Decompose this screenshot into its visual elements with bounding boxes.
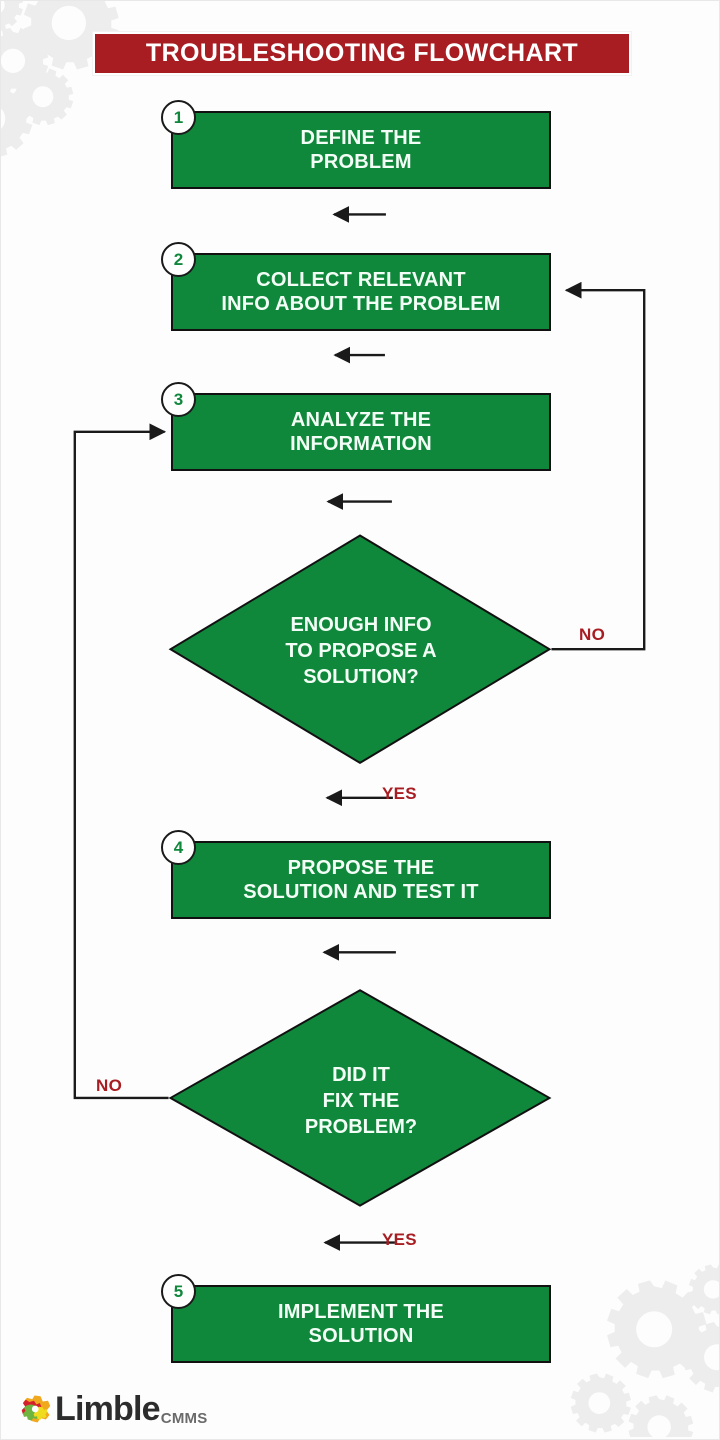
decision-node-enough-info: ENOUGH INFO TO PROPOSE A SOLUTION? bbox=[171, 537, 551, 765]
badge-5-label: 5 bbox=[173, 1281, 184, 1301]
badge-4-label: 4 bbox=[173, 837, 184, 857]
process-node-4-label: PROPOSE THE SOLUTION AND TEST IT bbox=[243, 856, 479, 903]
badge-5: 5 bbox=[161, 1274, 196, 1309]
decision-shape-enough-info bbox=[168, 534, 552, 765]
edge-label-yes-lower: YES bbox=[382, 1230, 417, 1249]
page-title: TROUBLESHOOTING FLOWCHART bbox=[145, 39, 579, 67]
process-node-5: IMPLEMENT THE SOLUTION bbox=[171, 1285, 551, 1363]
connector-decision1-no-loop bbox=[551, 281, 646, 651]
limble-wordmark: Limble bbox=[55, 1390, 161, 1428]
edge-label-no-left: NO bbox=[96, 1076, 123, 1095]
badge-4: 4 bbox=[161, 830, 196, 865]
badge-3-label: 3 bbox=[173, 389, 184, 409]
edge-label-yes-upper: YES bbox=[382, 784, 417, 803]
process-node-3: ANALYZE THE INFORMATION bbox=[171, 393, 551, 471]
limble-suffix: CMMS bbox=[160, 1410, 208, 1427]
decision-node-did-it-fix-label: DID IT FIX THE PROBLEM? bbox=[304, 1064, 418, 1138]
limble-logo: Limble CMMS bbox=[21, 1387, 207, 1431]
process-node-2: COLLECT RELEVANT INFO ABOUT THE PROBLEM bbox=[171, 253, 551, 331]
process-node-1-label: DEFINE THE PROBLEM bbox=[300, 126, 422, 173]
badge-1: 1 bbox=[161, 100, 196, 135]
limble-gear-icon bbox=[21, 1395, 51, 1423]
edge-label-no-right: NO bbox=[579, 625, 606, 644]
page-title-bar: TROUBLESHOOTING FLOWCHART bbox=[93, 32, 631, 75]
badge-1-label: 1 bbox=[173, 107, 184, 127]
connector-decision2-no-loop bbox=[73, 423, 169, 1100]
badge-2-label: 2 bbox=[173, 249, 184, 269]
process-node-4: PROPOSE THE SOLUTION AND TEST IT bbox=[171, 841, 551, 919]
process-node-1: DEFINE THE PROBLEM bbox=[171, 111, 551, 189]
badge-3: 3 bbox=[161, 382, 196, 417]
decision-shape-did-it-fix bbox=[168, 989, 552, 1207]
process-node-5-label: IMPLEMENT THE SOLUTION bbox=[278, 1300, 444, 1347]
badge-2: 2 bbox=[161, 242, 196, 277]
process-node-3-label: ANALYZE THE INFORMATION bbox=[290, 408, 432, 455]
process-node-2-label: COLLECT RELEVANT INFO ABOUT THE PROBLEM bbox=[221, 268, 501, 315]
decision-node-enough-info-label: ENOUGH INFO TO PROPOSE A SOLUTION? bbox=[285, 614, 437, 688]
decision-node-did-it-fix: DID IT FIX THE PROBLEM? bbox=[171, 993, 551, 1209]
